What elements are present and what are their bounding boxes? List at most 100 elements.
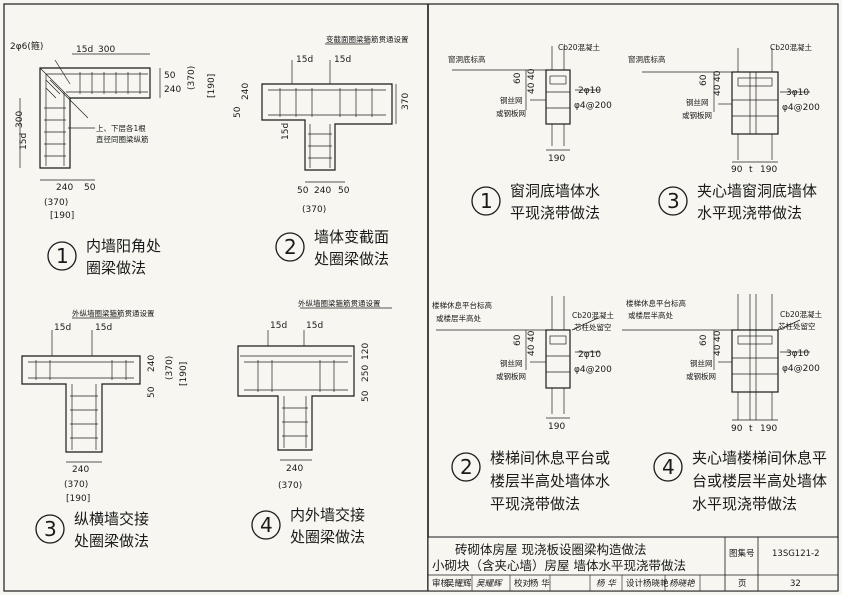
title-line-2: 小砌块（含夹心墙）房屋 墙体水平现浇带做法 [432,558,686,573]
d1-number-circle [47,241,77,271]
d3-number-circle [35,514,65,544]
sheet-frame [3,3,839,592]
d2-dim-0: 15d [296,55,313,65]
d3-number: 3 [44,517,57,541]
r3-number: 3 [667,189,680,213]
d3-dim-6: 240 [72,465,89,475]
drawing-r4-cavity-stair-landing: 楼梯休息平台标高 或楼层半高处 Cb20混凝土 芯柱处留空 钢丝网 或钢板网 6… [622,294,827,513]
drawing-1-inner-corner: 2φ6(箍) 上、下层各1根 直径同圈梁纵筋 15d 300 50 240 (3… [10,40,217,277]
d4-caption-1: 处圈梁做法 [290,528,365,546]
designer-signature: 杨晓艳 [669,578,695,589]
r2-note-1: 或楼层半高处 [436,313,481,323]
r2-number: 2 [460,455,473,479]
title-block: 砖砌体房屋 现浇板设圈梁构造做法 小砌块（含夹心墙）房屋 墙体水平现浇带做法 图… [427,536,839,592]
d2-note-0: 变截面圈梁箍筋贯通设置 [326,34,409,44]
r2-dim-4: φ4@200 [574,365,612,375]
r1-note-2: 钢丝网 [500,95,523,105]
d1-dim-10: (370) [44,198,68,208]
d3-dim-4: (370) [165,356,175,380]
d1-dim-2: 50 [164,71,176,81]
r4-number-circle [653,452,683,482]
r1-caption-1: 平现浇带做法 [510,204,600,222]
d2-dim-5: 15d [281,123,291,140]
drawing-r1-window-sill: 窗洞底标高 Cb20混凝土 钢丝网 或钢板网 60 40 40 2φ10 φ4@… [448,42,612,222]
d2-caption-1: 处圈梁做法 [314,250,389,268]
r4-dim-4: φ4@200 [782,364,820,374]
d4-dim-0: 15d [270,321,287,331]
d1-dim-11: [190] [50,211,74,221]
r3-dim-4: φ4@200 [782,103,820,113]
r1-dim-5: 190 [548,154,565,164]
d1-note-1: 上、下层各1根 [96,123,146,133]
d1-caption-1: 圈梁做法 [86,259,146,277]
d3-dim-0: 15d [54,323,71,333]
d4-dim-4: 120 [361,343,371,360]
r2-dim-5: 190 [548,422,565,432]
d3-dim-5: [190] [179,362,189,386]
atlas-number: 13SG121-2 [772,549,820,559]
r3-caption-0: 夹心墙窗洞底墙体 [697,182,817,200]
r2-note-0: 楼梯休息平台标高 [432,300,492,310]
r1-number-circle [471,186,501,216]
d3-caption-0: 纵横墙交接 [74,510,149,528]
d2-dim-9: (370) [302,205,326,215]
check-label: 校对 [514,578,532,589]
d2-caption-0: 墙体变截面 [314,228,389,246]
r2-dim-2: 40 [527,344,537,356]
r2-dim-1: 40 [527,330,537,342]
r3-dim-0: 60 [699,74,709,86]
d1-dim-5: [190] [207,74,217,98]
d4-dim-6: (370) [278,481,302,491]
r3-number-circle [658,186,688,216]
d1-dim-7: 15d [19,133,29,150]
r3-caption-1: 水平现浇带做法 [697,204,802,222]
d2-dim-7: 240 [314,186,331,196]
r1-note-0: 窗洞底标高 [448,54,486,64]
checker-name: 杨 华 [530,578,550,589]
d4-caption-0: 内外墙交接 [290,506,365,524]
checker-signature: 杨 华 [596,578,617,589]
d3-dim-1: 15d [95,323,112,333]
d4-dim-1: 15d [306,321,323,331]
d2-number-circle [275,232,305,262]
r4-note-3: 芯柱处留空 [778,321,816,331]
r1-dim-3: 2φ10 [578,86,601,96]
r4-note-4: 钢丝网 [690,358,713,368]
r2-caption-0: 楼梯间休息平台或 [490,449,610,467]
d2-number: 2 [284,235,297,259]
d4-dim-5: 240 [286,464,303,474]
review-label: 审核 [432,578,450,589]
page-number: 32 [790,579,801,589]
r3-dim-7: 190 [760,165,777,175]
reviewer-signature: 吴耀辉 [476,579,503,589]
d3-note-0: 外纵墙圈梁箍筋贯通设置 [72,308,155,318]
r2-caption-2: 平现浇带做法 [490,495,580,513]
r2-note-3: 芯柱处留空 [574,322,612,332]
r2-dim-0: 60 [513,334,523,346]
r2-dim-3: 2φ10 [578,350,601,360]
r3-note-2: 钢丝网 [686,97,709,107]
r3-note-1: Cb20混凝土 [770,42,813,52]
drawing-3-cross-wall: 外纵墙圈梁箍筋贯通设置 15d 15d 50 240 (370) [190] 2… [21,308,189,550]
d4-number: 4 [260,513,273,537]
drawing-r3-cavity-window-sill: 窗洞底标高 Cb20混凝土 钢丝网 或钢板网 60 40 40 3φ10 φ4@… [628,42,820,222]
r1-note-3: 或钢板网 [496,108,526,118]
d3-dim-8: [190] [66,494,90,504]
d1-dim-0: 15d [76,45,93,55]
r2-note-4: 钢丝网 [500,358,523,368]
d1-note-2: 直径同圈梁纵筋 [96,134,149,144]
r4-dim-7: 190 [760,424,777,434]
drawing-4-inner-outer-wall: 外纵墙圈梁箍筋贯通设置 15d 15d 50 250 120 240 (370)… [237,298,392,546]
d1-number: 1 [56,244,69,268]
d2-dim-8: 50 [338,186,350,196]
r4-number: 4 [662,455,675,479]
d2-dim-3: 240 [241,83,251,100]
r1-dim-4: φ4@200 [574,101,612,111]
r3-dim-5: 90 [731,165,743,175]
d2-dim-1: 15d [334,55,351,65]
r4-dim-3: 3φ10 [786,349,809,359]
d3-dim-7: (370) [64,480,88,490]
d3-caption-1: 处圈梁做法 [74,532,149,550]
r1-dim-0: 60 [513,72,523,84]
